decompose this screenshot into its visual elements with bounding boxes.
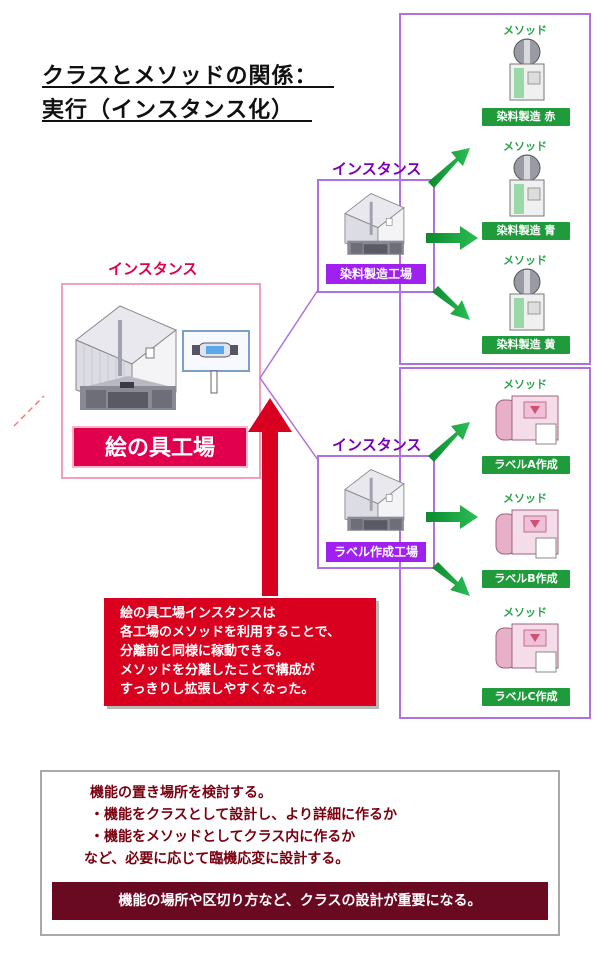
printer-icon-3 [495,623,559,673]
label-instance-label: インスタンス [332,436,422,454]
title-underline-1 [42,86,334,88]
dye-method-label-3: メソッド [503,254,547,267]
main-instance-name: 絵の具工場 [72,426,248,468]
arrow-to-label-c [432,562,470,596]
green-arrows-dye [426,148,478,320]
summary-frame [40,770,560,936]
dye-factory-icon [344,193,405,255]
summary-line-1: 機能の置き場所を検討する。 [90,785,272,801]
note-line-5: すっきりし拡張しやすくなった。 [120,682,315,697]
green-arrows-label [426,422,478,596]
red-up-arrow [248,398,292,596]
note-line-2: 各工場のメソッドを利用することで、 [120,625,341,640]
dye-method-name-1: 染料製造 赤 [482,108,570,126]
main-instance-label: インスタンス [108,260,198,278]
connector-to-dye-instance [259,289,319,379]
inbound-dashed-line [13,395,45,427]
diagram-title-line1: クラスとメソッドの関係： [42,64,318,89]
signboard-icon [182,330,250,394]
label-method-name-3: ラベルC作成 [482,688,570,706]
dye-method-name-3: 染料製造 黄 [482,336,570,354]
arrow-to-dye-yellow [432,286,470,320]
label-method-name-2: ラベルB作成 [482,570,570,588]
dye-machine-icon-2 [509,154,545,217]
note-line-3: 分離前と同様に稼動できる。 [120,644,289,659]
printer-icon-1 [495,395,559,445]
label-instance-name: ラベル作成工場 [326,542,426,562]
dye-machine-icon-1 [509,38,545,101]
summary-line-4: など、必要に応じて臨機応変に設計する。 [84,851,350,867]
factory-icon [75,305,177,410]
label-method-label-3: メソッド [503,606,547,619]
dye-method-name-2: 染料製造 青 [482,222,570,240]
dye-instance-name: 染料製造工場 [326,264,426,284]
connector-to-label-instance [259,377,319,461]
summary-conclusion: 機能の場所や区切り方など、クラスの設計が重要になる。 [52,882,548,920]
note-line-1: 絵の具工場インスタンスは [120,606,276,621]
arrow-to-label-a [428,422,470,462]
summary-line-3: ・機能をメソッドとしてクラス内に作るか [90,829,356,845]
printer-icon-2 [495,509,559,559]
label-factory-icon [344,469,405,531]
method-group-frame-dye [399,13,591,365]
dye-instance-label: インスタンス [332,160,422,178]
arrow-to-dye-red [428,148,470,188]
label-method-label-2: メソッド [503,492,547,505]
note-line-4: メソッドを分離したことで構成が [120,663,315,678]
arrow-to-dye-blue [426,226,478,250]
label-method-label-1: メソッド [503,378,547,391]
summary-line-2: ・機能をクラスとして設計し、より詳細に作るか [90,807,398,823]
dye-method-label-1: メソッド [503,24,547,37]
arrow-to-label-b [426,505,478,529]
explanation-note: 絵の具工場インスタンスは 各工場のメソッドを利用することで、 分離前と同様に稼動… [104,598,376,706]
dye-machine-icon-3 [509,268,545,331]
dye-method-label-2: メソッド [503,140,547,153]
diagram-title-line2: 実行（インスタンス化） [42,98,295,123]
title-underline-2 [42,120,312,122]
label-method-name-1: ラベルA作成 [482,456,570,474]
